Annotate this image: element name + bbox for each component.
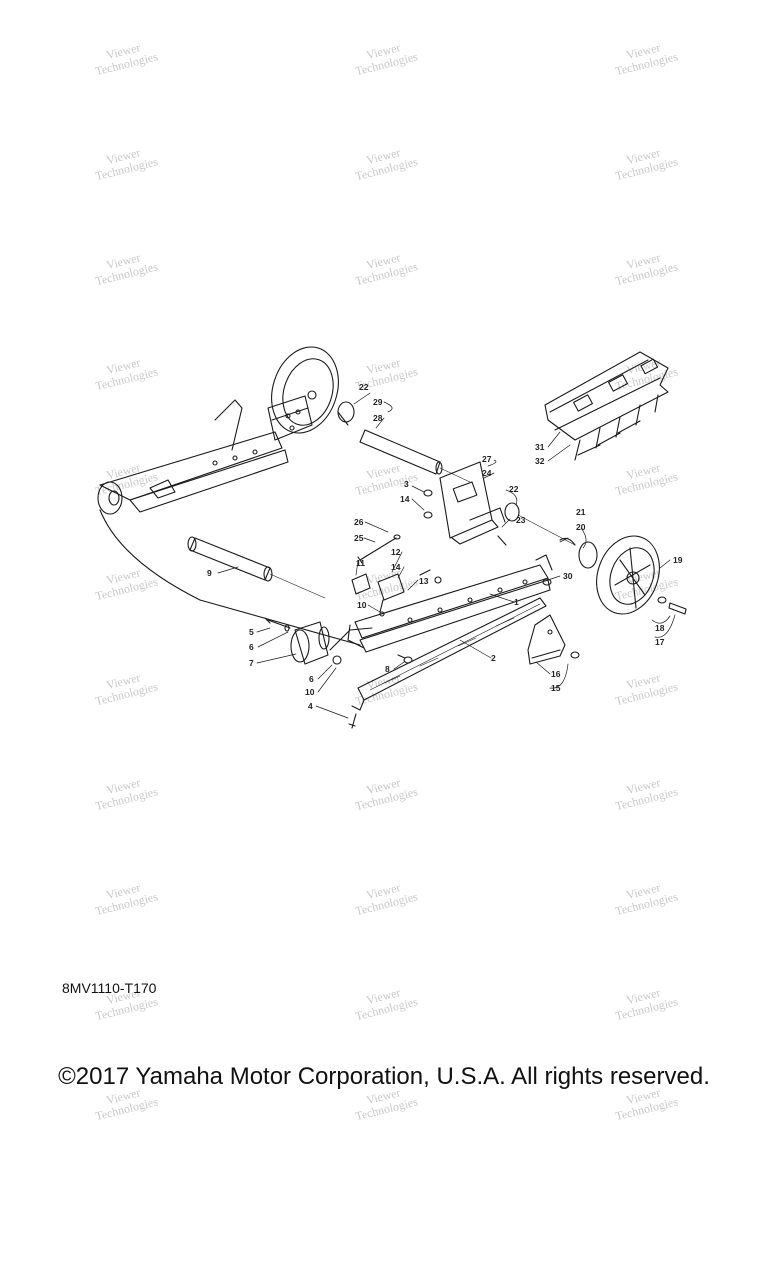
callout-label: 2 [491, 653, 496, 663]
right-rail [347, 554, 553, 653]
long-bolt [357, 534, 401, 564]
callout-label: 24 [482, 468, 492, 478]
callout-label: 22 [359, 382, 369, 392]
left-rail [97, 395, 361, 646]
callout-label: 25 [354, 533, 364, 543]
callout-label: 14 [400, 494, 410, 504]
callout-label: 7 [249, 658, 254, 668]
front-idler-wheel [559, 535, 687, 615]
cross-shaft [187, 536, 326, 599]
shock-mount-block [351, 573, 405, 617]
copyright-notice: ©2017 Yamaha Motor Corporation, U.S.A. A… [58, 1063, 710, 1090]
track-belt-segment [544, 351, 669, 461]
callout-label: 16 [551, 669, 561, 679]
callout-label: 11 [356, 558, 365, 568]
callout-leaders [217, 392, 676, 719]
bumper-wheel [264, 617, 373, 665]
callout-label: 6 [249, 642, 254, 652]
upper-shaft [337, 401, 471, 483]
callout-label: 20 [576, 522, 586, 532]
callout-label: 31 [535, 442, 545, 452]
callout-label: 19 [673, 555, 683, 565]
rail-screw [348, 713, 357, 729]
callout-label: 5 [249, 627, 254, 637]
callout-label: 9 [207, 568, 212, 578]
callout-label: 23 [516, 515, 526, 525]
callout-labels: 22 29 28 27 24 22 3 14 21 20 19 26 25 23… [207, 382, 683, 711]
callout-label: 4 [308, 701, 313, 711]
rear-idler-wheel [271, 346, 339, 434]
callout-label: 10 [357, 600, 367, 610]
callout-label: 1 [514, 597, 519, 607]
callout-label: 32 [535, 456, 545, 466]
callout-label: 12 [391, 547, 401, 557]
slide-rail [351, 597, 547, 711]
callout-label: 26 [354, 517, 364, 527]
callout-label: 8 [385, 664, 390, 674]
callout-label: 17 [655, 637, 665, 647]
callout-label: 28 [373, 413, 383, 423]
drawing-code: 8MV1110-T170 [62, 980, 157, 996]
callout-label: 3 [404, 479, 409, 489]
rear-bracket [527, 614, 580, 665]
callout-label: 15 [551, 683, 561, 693]
callout-label: 29 [373, 397, 383, 407]
callout-label: 14 [391, 562, 401, 572]
callout-label: 21 [576, 507, 586, 517]
front-bolt [397, 654, 413, 664]
callout-label: 10 [305, 687, 315, 697]
callout-label: 27 [482, 454, 492, 464]
callout-label: 22 [509, 484, 519, 494]
mount-plate [423, 461, 576, 546]
callout-label: 6 [309, 674, 314, 684]
callout-label: 18 [655, 623, 665, 633]
callout-label: 13 [419, 576, 429, 586]
callout-label: 30 [563, 571, 573, 581]
